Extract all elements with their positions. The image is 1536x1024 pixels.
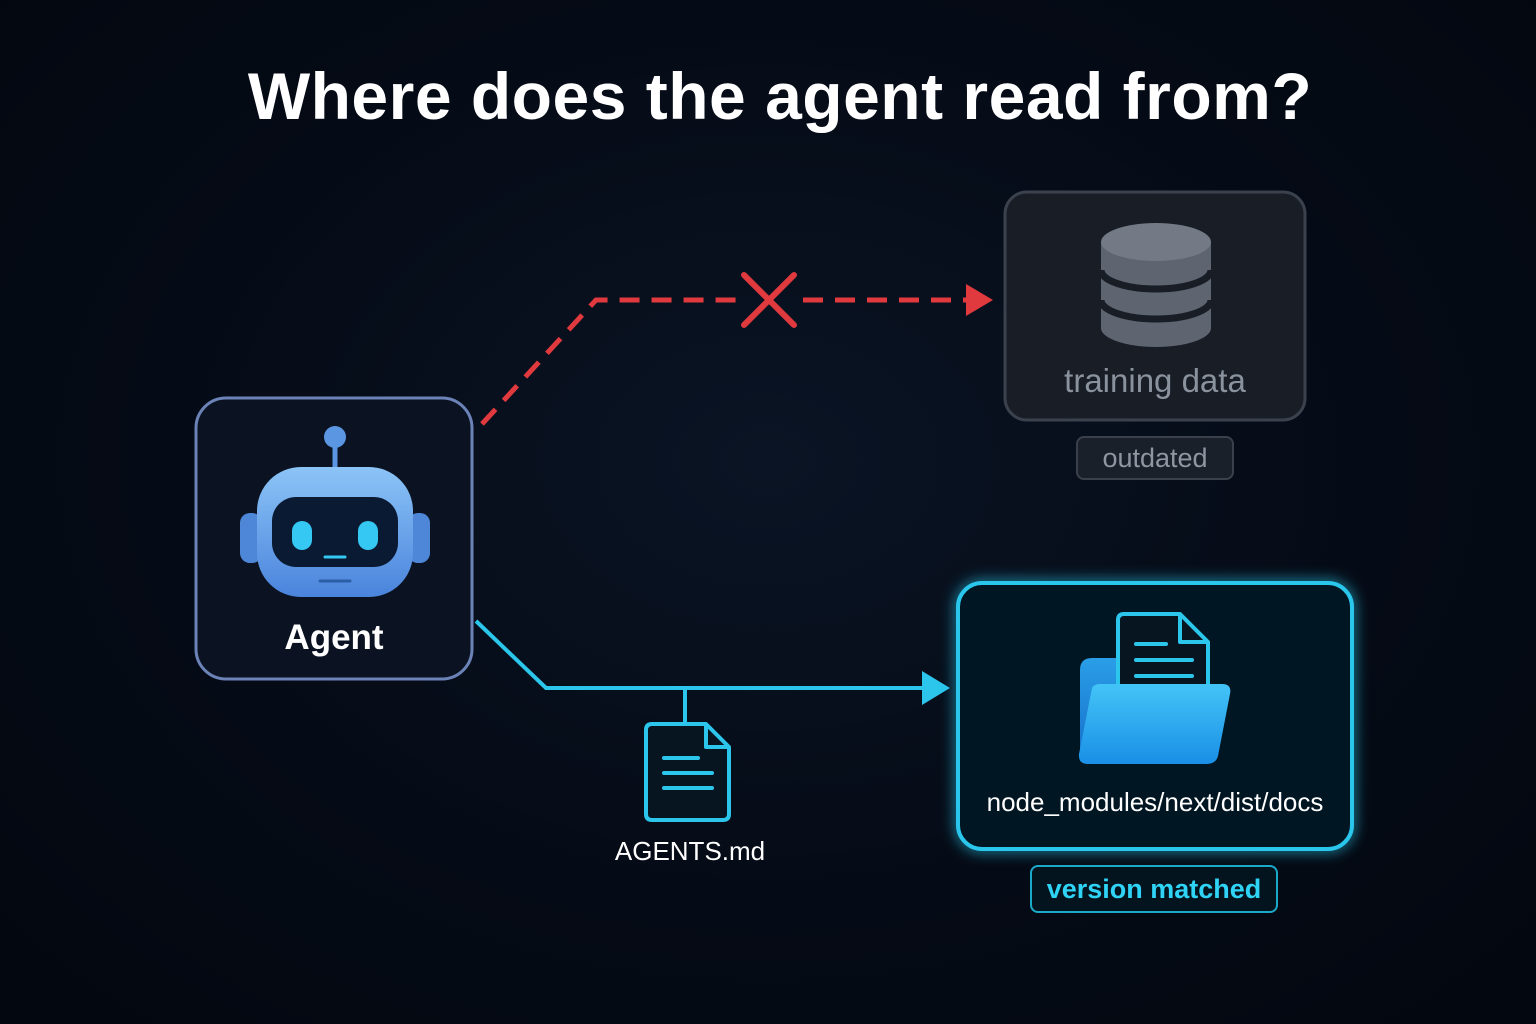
blocked-x-icon — [741, 272, 797, 328]
diagram-title: Where does the agent read from? — [247, 59, 1313, 133]
agents-md-label: AGENTS.md — [614, 836, 766, 866]
accepted-arrowhead — [922, 671, 950, 705]
database-icon — [1097, 223, 1215, 347]
agent-node[interactable] — [194, 396, 474, 681]
docs-node[interactable] — [956, 581, 1354, 851]
robot-icon — [240, 426, 430, 597]
agent-label: Agent — [284, 618, 384, 657]
training-data-node[interactable] — [1003, 190, 1307, 422]
document-icon — [644, 722, 731, 822]
training-data-label: training data — [1064, 362, 1246, 399]
version-matched-badge: version matched — [1030, 865, 1278, 913]
outdated-badge: outdated — [1076, 436, 1234, 480]
folder-document-icon — [1078, 612, 1231, 764]
docs-path-label: node_modules/next/dist/docs — [986, 787, 1324, 817]
accepted-connector — [474, 619, 950, 722]
rejected-connector — [480, 284, 993, 426]
rejected-arrowhead — [966, 284, 993, 316]
